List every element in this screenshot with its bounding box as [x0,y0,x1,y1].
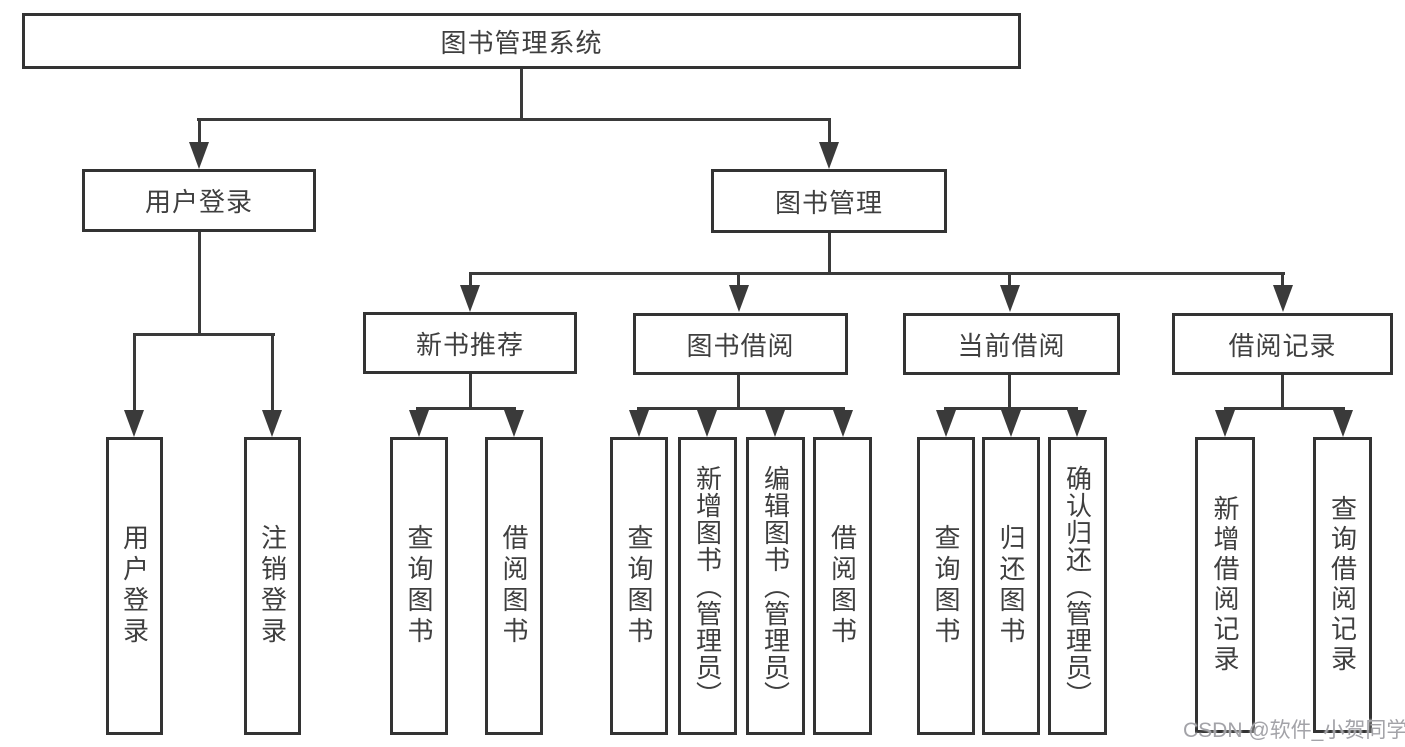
node-library-management-system: 图书管理系统 [22,13,1021,69]
connector-line [271,336,274,412]
arrow-down-icon [262,410,282,437]
arrow-down-icon [409,410,429,437]
arrow-down-icon [1000,285,1020,312]
leaf-label: 查询借阅记录 [1327,495,1358,675]
connector-line [133,333,275,336]
leaf-label: 查询图书 [931,524,961,648]
connector-line [828,121,831,145]
connector-line [1008,375,1011,410]
leaf-label: 编辑图书（管理员） [760,464,791,708]
leaf-label: 查询图书 [624,524,654,648]
leaf-logout: 注销登录 [244,437,301,735]
connector-line [469,374,472,410]
arrow-down-icon [504,410,524,437]
leaf-label: 归还图书 [996,524,1026,648]
leaf-label: 用户登录 [119,524,150,648]
arrow-down-icon [1067,410,1087,437]
connector-line [469,275,472,289]
node-current-borrowing: 当前借阅 [903,313,1120,375]
connector-line [197,118,831,121]
arrow-down-icon [765,410,785,437]
node-borrowing-records: 借阅记录 [1172,313,1393,375]
arrow-down-icon [1273,285,1293,312]
leaf-user-login: 用户登录 [106,437,163,735]
connector-line [737,275,740,289]
arrow-down-icon [460,285,480,312]
leaf-query-books-borrowing: 查询图书 [610,437,668,735]
connector-line [828,233,831,275]
leaf-label: 借阅图书 [499,524,529,648]
arrow-down-icon [124,410,144,437]
arrow-down-icon [833,410,853,437]
connector-line [198,121,201,145]
arrow-down-icon [1333,410,1353,437]
leaf-edit-book-admin: 编辑图书（管理员） [746,437,805,735]
leaf-label: 借阅图书 [827,524,858,648]
leaf-label: 新增图书（管理员） [692,464,723,708]
leaf-label: 查询图书 [404,524,434,648]
leaf-borrow-books-recommend: 借阅图书 [485,437,543,735]
arrow-down-icon [1215,410,1235,437]
arrow-down-icon [1001,410,1021,437]
leaf-query-books-recommend: 查询图书 [390,437,448,735]
leaf-confirm-return-admin: 确认归还（管理员） [1048,437,1107,735]
connector-line [1281,275,1284,289]
connector-line [944,407,1078,410]
leaf-return-books: 归还图书 [982,437,1040,735]
leaf-add-book-admin: 新增图书（管理员） [678,437,737,735]
leaf-borrow-books-borrowing: 借阅图书 [813,437,872,735]
arrow-down-icon [936,410,956,437]
connector-line [637,407,845,410]
connector-line [1008,275,1011,289]
arrow-down-icon [729,285,749,312]
leaf-add-borrow-record: 新增借阅记录 [1195,437,1255,733]
connector-line [1281,375,1284,410]
connector-line [133,336,136,412]
arrow-down-icon [629,410,649,437]
leaf-query-borrow-record: 查询借阅记录 [1313,437,1372,733]
leaf-label: 注销登录 [257,524,288,648]
node-user-login: 用户登录 [82,169,316,232]
watermark-text: CSDN @软件_小贺同学 [1183,719,1405,742]
arrow-down-icon [697,410,717,437]
connector-line [737,375,740,410]
arrow-down-icon [189,142,209,169]
arrow-down-icon [819,142,839,169]
node-book-management: 图书管理 [711,169,947,233]
connector-line [520,69,523,121]
connector-line [416,407,516,410]
leaf-label: 新增借阅记录 [1210,495,1240,675]
node-new-book-recommendation: 新书推荐 [363,312,577,374]
leaf-query-books-current: 查询图书 [917,437,975,735]
leaf-label: 确认归还（管理员） [1062,464,1093,708]
connector-line [198,232,201,336]
connector-line [469,272,1285,275]
node-book-borrowing: 图书借阅 [633,313,848,375]
connector-line [1224,407,1345,410]
